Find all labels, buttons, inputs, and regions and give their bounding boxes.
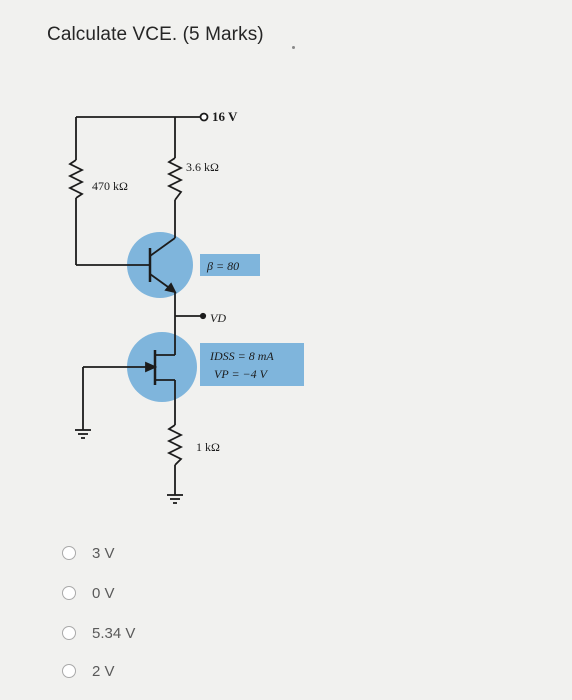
rs-resistor bbox=[166, 424, 184, 466]
option-3v[interactable]: 3 V bbox=[62, 543, 212, 563]
radio-icon[interactable] bbox=[62, 546, 76, 560]
rc-label: 3.6 kΩ bbox=[186, 160, 219, 174]
supply-label: 16 V bbox=[212, 109, 238, 124]
option-label: 2 V bbox=[92, 662, 115, 680]
supply-terminal bbox=[199, 112, 209, 122]
option-2v[interactable]: 2 V bbox=[62, 661, 212, 681]
rb-resistor bbox=[67, 159, 85, 199]
stray-dot bbox=[292, 46, 295, 49]
beta-box bbox=[200, 254, 260, 276]
beta-label: β = 80 bbox=[206, 259, 239, 273]
rb-label: 470 kΩ bbox=[92, 179, 128, 193]
option-5-34v[interactable]: 5.34 V bbox=[62, 623, 212, 643]
rc-resistor bbox=[166, 157, 184, 201]
jfet-params-box bbox=[200, 343, 304, 386]
question-title: Calculate VCE. (5 Marks) bbox=[47, 24, 264, 45]
vp-label: VP = −4 V bbox=[214, 367, 269, 381]
radio-icon[interactable] bbox=[62, 626, 76, 640]
option-label: 5.34 V bbox=[92, 624, 136, 642]
jfet-highlight bbox=[127, 332, 197, 402]
vd-node bbox=[199, 312, 207, 320]
option-label: 0 V bbox=[92, 584, 115, 602]
radio-icon[interactable] bbox=[62, 586, 76, 600]
idss-label: IDSS = 8 mA bbox=[209, 349, 274, 363]
option-0v[interactable]: 0 V bbox=[62, 583, 212, 603]
option-label: 3 V bbox=[92, 544, 115, 562]
rs-label: 1 kΩ bbox=[196, 440, 220, 454]
vd-label: VD bbox=[210, 311, 226, 325]
radio-icon[interactable] bbox=[62, 664, 76, 678]
bjt-highlight bbox=[127, 232, 193, 298]
circuit-diagram: 16 V 470 kΩ 3.6 kΩ β = 80 VD IDSS = 8 mA… bbox=[67, 109, 304, 504]
